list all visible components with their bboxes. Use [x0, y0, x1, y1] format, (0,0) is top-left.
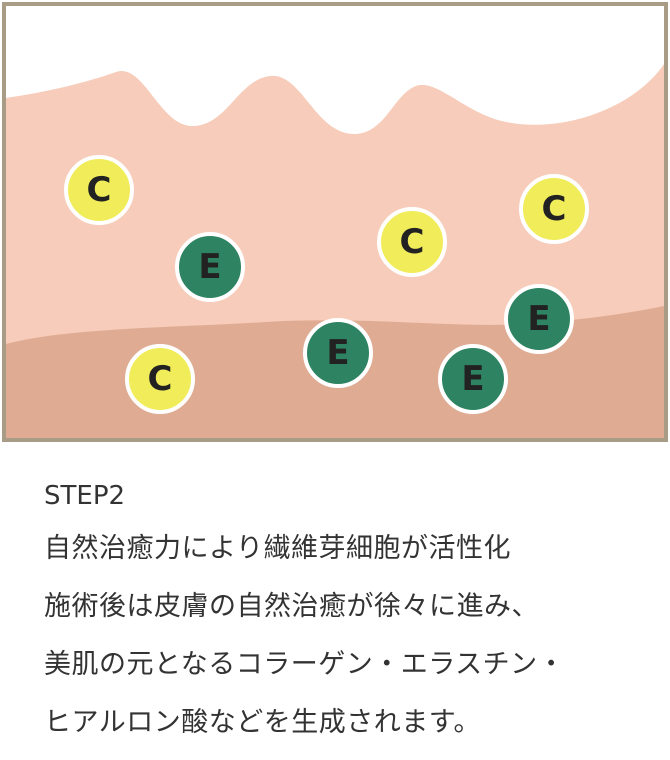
particle-group: C E C C E C E [64, 155, 589, 414]
vitamin-c-particle: C [519, 174, 589, 244]
caption-line-2: 施術後は皮膚の自然治癒が徐々に進み、 [44, 591, 539, 622]
skin-surface-top [6, 6, 664, 135]
caption-line-1: 自然治癒力により繊維芽細胞が活性化 [44, 533, 511, 564]
vitamin-e-particle: E [438, 344, 508, 414]
vitamin-c-particle: C [125, 344, 195, 414]
particle-label: E [527, 299, 550, 339]
vitamin-e-particle: E [303, 318, 373, 388]
particle-label: C [87, 170, 112, 210]
skin-diagram: C E C C E C E [2, 2, 668, 442]
caption-line-4: ヒアルロン酸などを生成されます。 [44, 707, 482, 738]
skin-cross-section: C E C C E C E [6, 6, 664, 438]
vitamin-c-particle: C [64, 155, 134, 225]
caption-line-3: 美肌の元となるコラーゲン・エラスチン・ [44, 649, 566, 680]
particle-label: C [148, 359, 173, 399]
vitamin-e-particle: E [175, 232, 245, 302]
vitamin-c-particle: C [377, 207, 447, 277]
step-caption: STEP2 自然治癒力により繊維芽細胞が活性化 施術後は皮膚の自然治癒が徐々に進… [44, 478, 660, 752]
particle-label: E [461, 359, 484, 399]
step-label: STEP2 [44, 481, 126, 511]
particle-label: C [400, 222, 425, 262]
particle-label: C [542, 189, 567, 229]
particle-label: E [326, 333, 349, 373]
particle-label: E [198, 247, 221, 287]
vitamin-e-particle: E [504, 284, 574, 354]
